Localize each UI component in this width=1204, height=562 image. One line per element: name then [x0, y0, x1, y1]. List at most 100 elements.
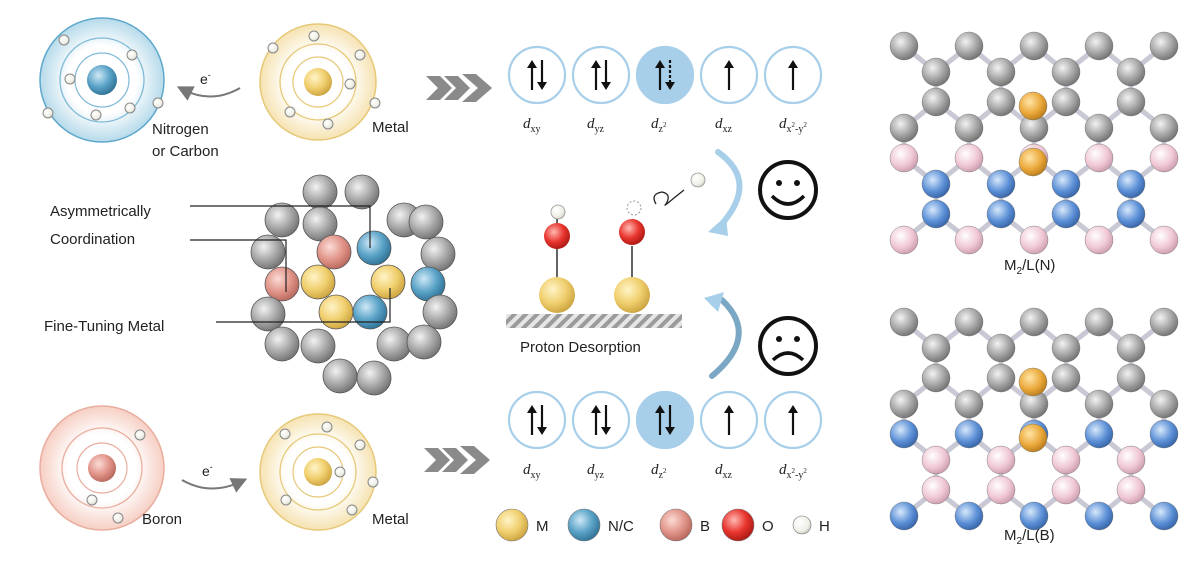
svg-text:e-: e-: [202, 462, 213, 479]
legend-label: B: [700, 518, 710, 535]
lattice-atom: [1116, 87, 1146, 117]
legend-swatch-o: [721, 508, 755, 542]
cluster-atom-gray: [356, 360, 392, 396]
lattice-metal-atom: [1018, 423, 1048, 453]
lattice-atom: [954, 113, 984, 143]
lattice-atom: [1051, 199, 1081, 229]
lattice-atom: [954, 389, 984, 419]
lattice-atom: [1019, 307, 1049, 337]
lattice-atom: [1149, 225, 1179, 255]
cluster-atom-metal: [318, 294, 354, 330]
cluster-atom-gray: [264, 202, 300, 238]
cluster-atom-gray: [376, 326, 412, 362]
legend-swatch-n-c: [567, 508, 601, 542]
lattice-atom: [986, 445, 1016, 475]
cluster-atom-metal: [370, 264, 406, 300]
lattice-metal-atom: [1018, 367, 1048, 397]
label-asymmetrically: Asymmetrically: [50, 203, 151, 220]
metal-atom-left: [539, 277, 575, 313]
lattice-atom: [954, 143, 984, 173]
label-metal-bottom: Metal: [372, 511, 409, 528]
lattice-atom: [954, 225, 984, 255]
cluster-atom-gray: [408, 204, 444, 240]
lattice-atom: [986, 87, 1016, 117]
lattice-atom: [921, 57, 951, 87]
legend-label: M: [536, 518, 549, 535]
lattice-atom: [1149, 501, 1179, 531]
lattice-atom: [921, 333, 951, 363]
cluster-atom-gray: [250, 234, 286, 270]
label-coordination: Coordination: [50, 231, 135, 248]
structure-top: [889, 31, 1182, 255]
label-boron: Boron: [142, 511, 182, 528]
lattice-atom: [1116, 57, 1146, 87]
orbital-label: dxz: [715, 116, 733, 135]
orbital-label: dyz: [587, 462, 605, 481]
lattice-atom: [1084, 113, 1114, 143]
hydrogen-atom-free: [690, 172, 706, 188]
smiley-face-icon: [758, 160, 818, 220]
orbital-label: dxy: [523, 462, 541, 481]
lattice-atom: [1051, 57, 1081, 87]
hydrogen-atom-left: [550, 204, 566, 220]
lattice-atom: [921, 169, 951, 199]
structure-bottom-label: M2/L(B): [1004, 527, 1055, 547]
atom-nitrogen-carbon: [39, 17, 165, 143]
legend-swatch-m: [495, 508, 529, 542]
orbital-label: dz2: [651, 116, 667, 135]
curved-arrow-top: [708, 149, 743, 236]
lattice-atom: [889, 113, 919, 143]
lattice-atom: [1084, 419, 1114, 449]
lattice-atom: [1084, 389, 1114, 419]
lattice-atom: [1019, 225, 1049, 255]
lattice-atom: [1149, 419, 1179, 449]
sad-face-icon: [758, 316, 818, 376]
coordination-cluster: [250, 174, 458, 396]
label-metal-top: Metal: [372, 119, 409, 136]
cluster-atom-b: [316, 234, 352, 270]
lattice-atom: [1051, 363, 1081, 393]
cluster-atom-gray: [322, 358, 358, 394]
cluster-atom-nc: [352, 294, 388, 330]
lattice-atom: [986, 363, 1016, 393]
orbital-label: dz2: [651, 462, 667, 481]
atom-metal-top: [259, 23, 381, 141]
chevron-arrow-bottom-icon: [424, 446, 490, 474]
cluster-atom-b: [264, 266, 300, 302]
electron-arrow-bottom: e-: [181, 462, 248, 493]
lattice-atom: [921, 445, 951, 475]
lattice-atom: [889, 307, 919, 337]
lattice-atom: [889, 31, 919, 61]
atom-metal-bottom: [259, 413, 379, 531]
lattice-atom: [921, 87, 951, 117]
svg-text:e-: e-: [200, 70, 211, 87]
oxygen-atom-right: [619, 219, 645, 245]
lattice-atom: [921, 199, 951, 229]
orbital-label: dyz: [587, 116, 605, 135]
lattice-atom: [986, 57, 1016, 87]
metal-atom-right: [614, 277, 650, 313]
lattice-atom: [1149, 31, 1179, 61]
cluster-atom-gray: [406, 324, 442, 360]
cluster-atom-gray: [264, 326, 300, 362]
lattice-atom: [1084, 225, 1114, 255]
cluster-atom-gray: [302, 174, 338, 210]
cluster-atom-gray: [344, 174, 380, 210]
lattice-atom: [889, 419, 919, 449]
lattice-atom: [889, 225, 919, 255]
lattice-atom: [1051, 475, 1081, 505]
lattice-atom: [1116, 445, 1146, 475]
lattice-atom: [954, 31, 984, 61]
cluster-atom-nc: [356, 230, 392, 266]
lattice-atom: [1149, 143, 1179, 173]
proton-path: [653, 189, 685, 206]
electron-sup: -: [208, 70, 211, 80]
lattice-atom: [1084, 143, 1114, 173]
lattice-atom: [889, 143, 919, 173]
lattice-atom: [889, 389, 919, 419]
lattice-atom: [1019, 501, 1049, 531]
cluster-atom-gray: [302, 206, 338, 242]
lattice-atom: [921, 475, 951, 505]
lattice-atom: [1051, 87, 1081, 117]
